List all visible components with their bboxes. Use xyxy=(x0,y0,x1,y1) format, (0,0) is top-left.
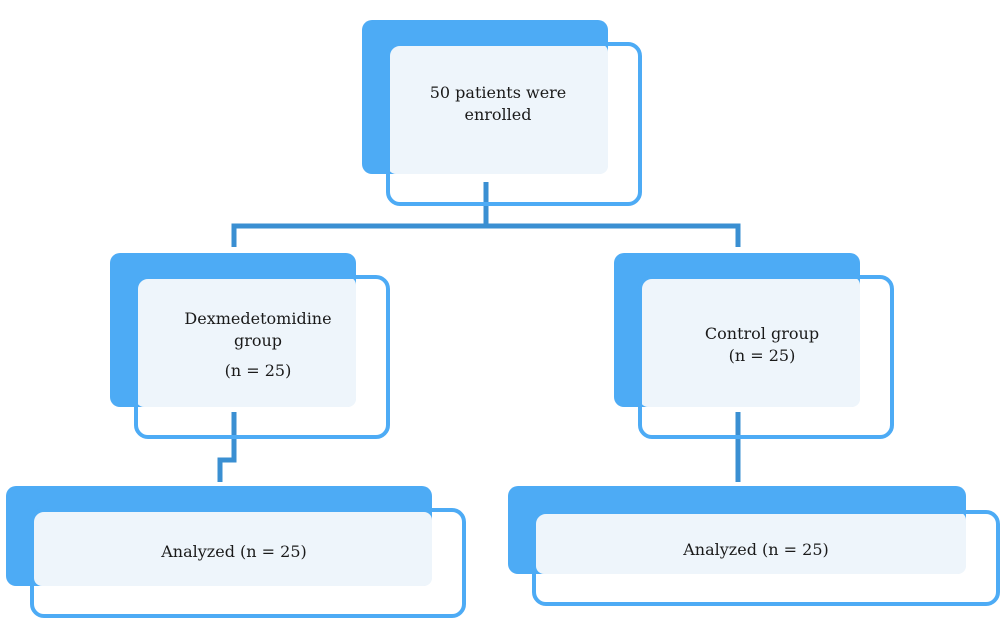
dex-analyzed-text: Analyzed (n = 25) xyxy=(161,542,307,561)
enrolled-box: 50 patients were enrolled xyxy=(362,20,642,206)
dexmedetomidine-group-box: Dexmedetomidine group (n = 25) xyxy=(110,253,390,439)
control-group-label: Control group (n = 25) xyxy=(640,277,884,413)
enrolled-text-line2: enrolled xyxy=(464,105,532,124)
dexmedetomidine-group-label: Dexmedetomidine group (n = 25) xyxy=(136,277,380,413)
dex-analyzed-box-frame xyxy=(30,508,466,618)
control-analyzed-text: Analyzed (n = 25) xyxy=(683,540,829,559)
control-group-box-inner xyxy=(640,277,860,407)
control-group-box: Control group (n = 25) xyxy=(614,253,894,439)
dexmedetomidine-group-box-frame xyxy=(134,275,390,439)
control-group-line1: Control group xyxy=(704,324,820,343)
enrolled-box-label: 50 patients were enrolled xyxy=(388,44,608,164)
control-group-count: (n = 25) xyxy=(728,346,796,365)
control-group-box-frame xyxy=(638,275,894,439)
enrolled-text-line1: 50 patients were xyxy=(429,83,567,102)
dex-group-count: (n = 25) xyxy=(224,361,292,380)
control-analyzed-box: Analyzed (n = 25) xyxy=(508,486,1000,606)
control-analyzed-label: Analyzed (n = 25) xyxy=(536,512,976,588)
control-analyzed-box-inner xyxy=(536,512,966,574)
dex-analyzed-box-inner xyxy=(34,512,432,586)
dexmedetomidine-group-box-inner xyxy=(136,277,356,407)
enrolled-box-inner xyxy=(388,44,608,174)
connector-split xyxy=(231,223,741,247)
dex-analyzed-box: Analyzed (n = 25) xyxy=(6,486,466,618)
dex-analyzed-label: Analyzed (n = 25) xyxy=(34,512,434,592)
dex-group-line1: Dexmedetomidine xyxy=(184,309,332,328)
dex-group-line2: group xyxy=(233,331,283,350)
enrolled-box-frame xyxy=(386,42,642,206)
control-analyzed-box-frame xyxy=(532,510,1000,606)
